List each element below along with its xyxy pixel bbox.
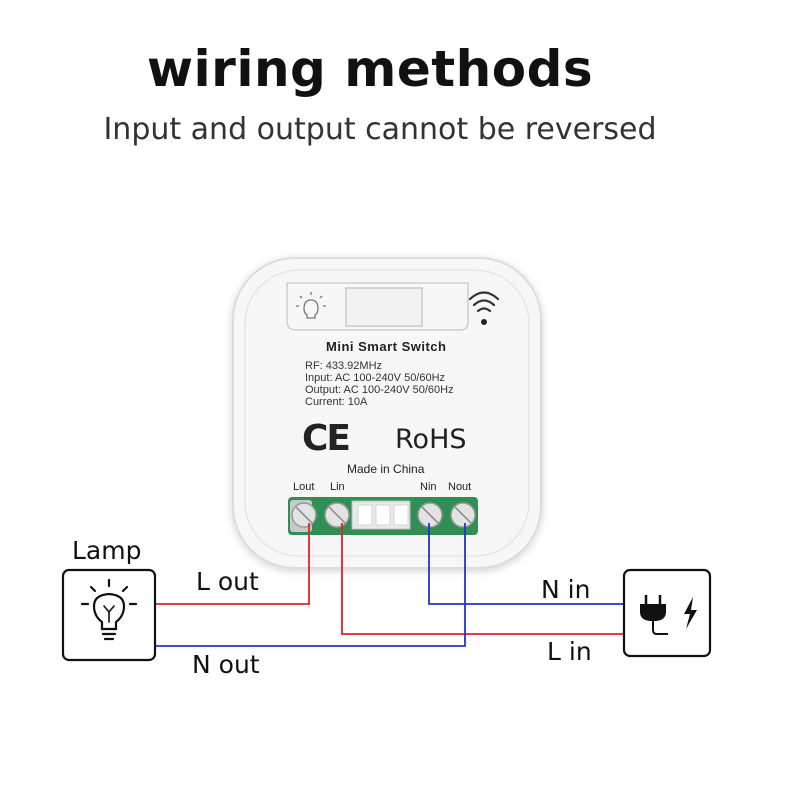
- wire-n-out: [155, 523, 466, 647]
- indicator-window: [345, 287, 423, 327]
- terminal-label-nin: Nin: [420, 481, 437, 493]
- spec-current: Current: 10A: [305, 396, 368, 408]
- button-frame: [286, 282, 469, 331]
- ce-mark: CE: [302, 418, 351, 459]
- wire-label-n-in: N in: [541, 575, 591, 604]
- power-plug-icon: [640, 595, 668, 635]
- wire-label-n-out: N out: [192, 650, 260, 679]
- terminal-nin: [417, 502, 443, 528]
- terminal-label-lout: Lout: [293, 481, 315, 493]
- backlight-icon: [296, 292, 326, 319]
- terminal-label-lin: Lin: [330, 481, 345, 493]
- page-subtitle: Input and output cannot be reversed: [103, 112, 657, 147]
- rohs-mark: RoHS: [395, 424, 467, 455]
- switch-body: [232, 257, 542, 569]
- lightning-icon: [684, 597, 697, 629]
- wifi-icon: [468, 291, 500, 313]
- wifi-dot: [481, 319, 487, 325]
- wire-n-in: [428, 523, 624, 605]
- spec-output: Output: AC 100-240V 50/60Hz: [305, 384, 454, 396]
- lamp-label: Lamp: [72, 536, 142, 565]
- device-name: Mini Smart Switch: [326, 339, 447, 354]
- spec-rf: RF: 433.92MHz: [305, 360, 383, 372]
- light-bulb-icon: [80, 578, 138, 641]
- page-title: wiring methods: [146, 40, 594, 98]
- power-source-box: [622, 568, 712, 658]
- wire-label-l-out: L out: [196, 567, 259, 596]
- wire-l-in: [341, 523, 624, 635]
- spec-input: Input: AC 100-240V 50/60Hz: [305, 372, 446, 384]
- terminal-lout: [291, 502, 317, 528]
- terminal-lin: [324, 502, 350, 528]
- made-in-label: Made in China: [347, 462, 425, 476]
- terminal-nout: [450, 502, 476, 528]
- wire-label-l-in: L in: [547, 637, 592, 666]
- terminal-label-nout: Nout: [448, 481, 472, 493]
- wire-l-out: [155, 523, 310, 605]
